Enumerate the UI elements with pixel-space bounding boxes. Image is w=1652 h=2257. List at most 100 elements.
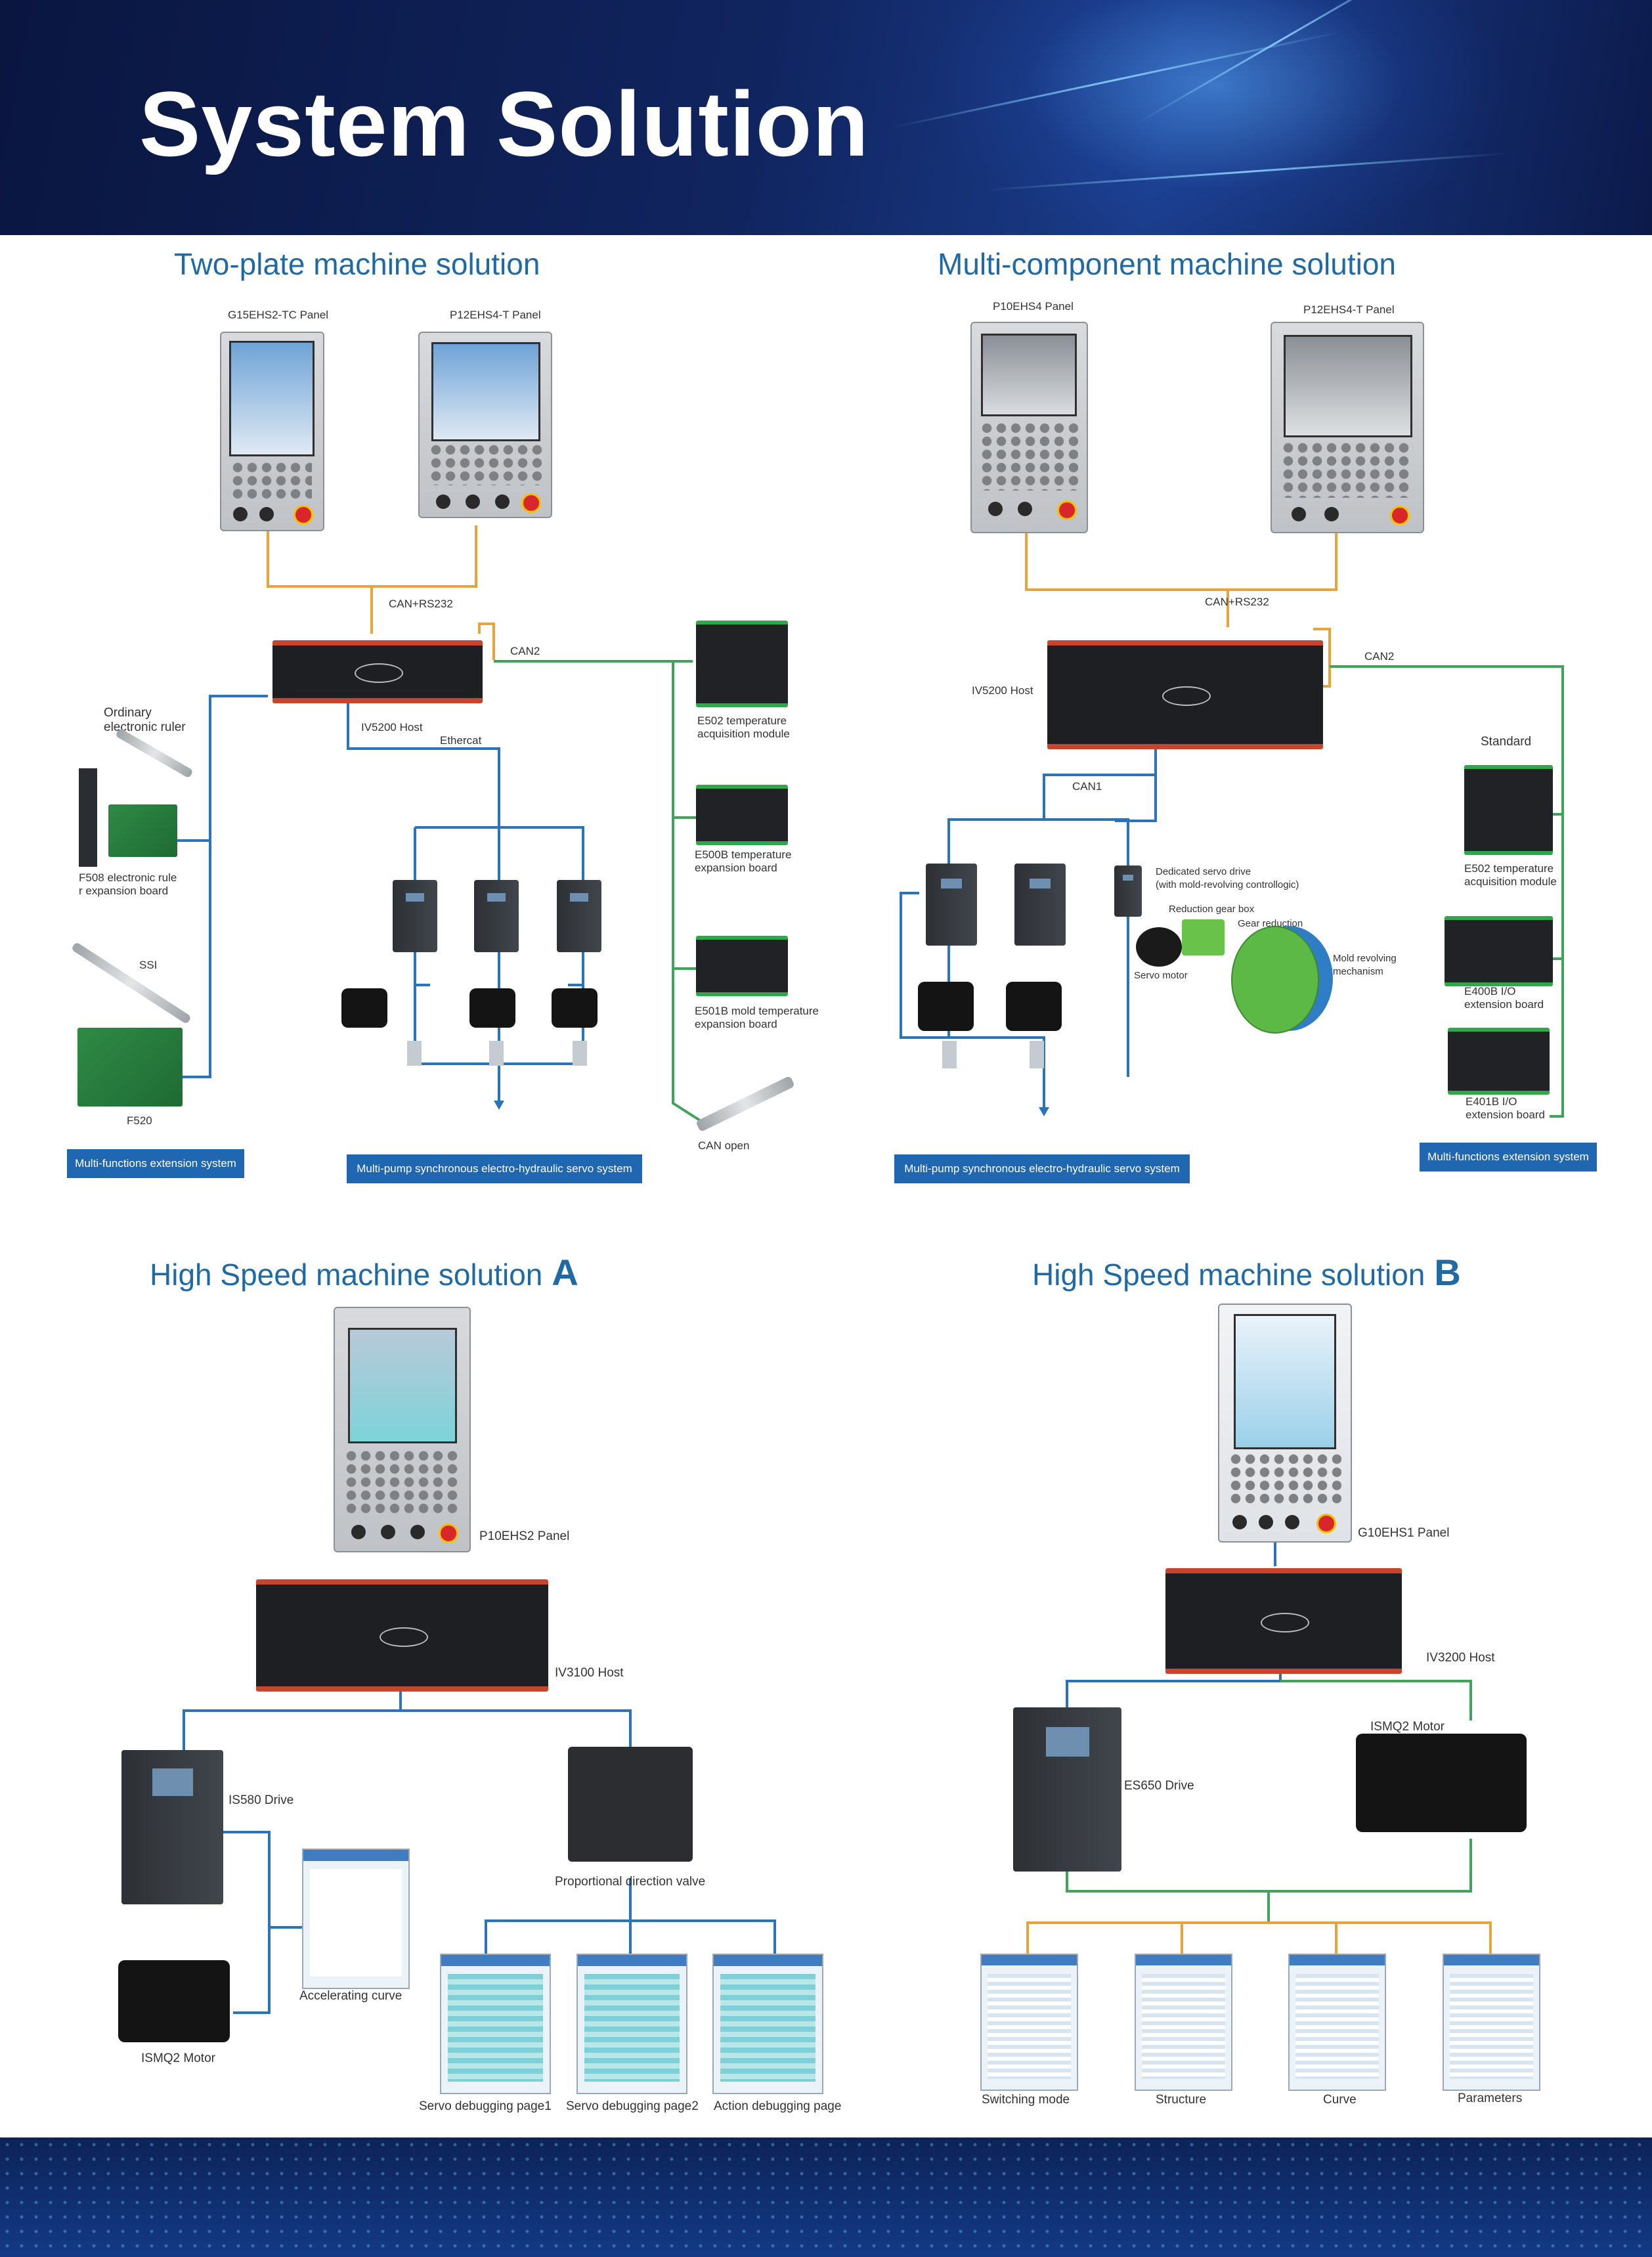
panel-keypad: [980, 422, 1078, 491]
servo-motor: [918, 982, 974, 1031]
footer-banner: [0, 2137, 1652, 2257]
e400b-label: E400B I/O: [1464, 985, 1516, 997]
wire-green-b: [1066, 1839, 1472, 1893]
wire-can2-orange: [478, 623, 495, 660]
is580-drive-label: IS580 Drive: [228, 1793, 294, 1807]
servo-drive: [926, 864, 977, 946]
servo-motor-label: Servo motor: [1134, 970, 1188, 981]
p12ehs4-panel: [1271, 322, 1424, 533]
mold-revolving-mechanism: [1231, 926, 1319, 1034]
host-logo: [1162, 686, 1211, 706]
panel-screen: [1284, 335, 1412, 437]
can1-label: CAN1: [1072, 780, 1102, 793]
ruler-housing: [79, 768, 97, 867]
panel-knob: [233, 507, 248, 521]
panel-knob: [351, 1525, 366, 1539]
f508-label-2: r expansion board: [79, 885, 169, 897]
wire-pump: [949, 1036, 1045, 1110]
drive-lcd: [487, 892, 506, 902]
panel-keypad: [429, 443, 542, 485]
panel-screen: [229, 341, 315, 456]
servo-motor: [341, 988, 387, 1028]
mold-revolving-label: Mold revolving: [1333, 953, 1397, 964]
footer-dot-pattern: [0, 2137, 1652, 2257]
panel-knob: [1324, 507, 1339, 521]
parameters-screen: [1443, 1954, 1540, 2091]
panel-knob: [1232, 1515, 1247, 1529]
can2-label: CAN2: [1364, 650, 1395, 663]
iv5200-host-label: IV5200 Host: [361, 721, 423, 734]
ismq2-motor-label: ISMQ2 Motor: [1370, 1720, 1445, 1734]
es650-drive: [1013, 1707, 1121, 1872]
e500b-label-2: expansion board: [695, 862, 777, 874]
panel-keypad: [1281, 441, 1412, 498]
screen-titlebar: [1290, 1955, 1385, 1966]
action-page-label: Action debugging page: [714, 2099, 842, 2113]
arrow-down: [494, 1101, 504, 1110]
e502-label: E502 temperature: [1464, 862, 1554, 875]
reduction-gear-box-label: Reduction gear box: [1169, 904, 1255, 915]
wire-can-bus-vertical: [672, 661, 710, 1128]
wire-valve-pages: [485, 1878, 632, 1954]
drive-lcd: [1122, 875, 1134, 881]
two-plate-title: Two-plate machine solution: [174, 247, 540, 281]
wire-can-rs232: [267, 525, 477, 588]
curve-label: Curve: [1323, 2093, 1357, 2107]
parameters-label: Parameters: [1458, 2092, 1523, 2105]
wire-can2: [1330, 665, 1564, 1118]
iv5200-host: [1047, 640, 1323, 749]
drive-lcd: [406, 892, 424, 902]
host-logo: [379, 1627, 428, 1647]
drive-lcd: [1030, 878, 1051, 888]
dedicated-drive-label: Dedicated servo drive: [1156, 866, 1251, 877]
screen-titlebar: [1444, 1955, 1539, 1966]
screen-body: [1295, 1973, 1380, 2079]
panel-keypad: [344, 1449, 460, 1515]
e401b-label: E401B I/O: [1466, 1095, 1517, 1108]
ismq2-motor: [118, 1960, 230, 2042]
multi-functions-box: Multi-functions extension system: [1420, 1143, 1597, 1172]
ordinary-ruler-label: Ordinary: [104, 706, 152, 720]
emergency-stop: [521, 493, 541, 513]
iv5200-host: [272, 640, 483, 703]
wire-ethercat: [347, 683, 500, 827]
screen-titlebar: [578, 1955, 686, 1966]
high-speed-a-letter: A: [552, 1252, 578, 1293]
e502-module: [696, 621, 788, 707]
panel-keypad: [1228, 1453, 1341, 1505]
screen-titlebar: [714, 1955, 822, 1966]
emergency-stop: [293, 505, 313, 525]
can-open-label: CAN open: [698, 1139, 750, 1152]
wire-host-a: [183, 1675, 402, 1750]
mold-revolving-label-2: mechanism: [1333, 966, 1383, 977]
ssi-label: SSI: [139, 959, 158, 971]
servo-debug-page1: [440, 1954, 551, 2094]
e400b-label-2: extension board: [1464, 998, 1544, 1011]
structure-label: Structure: [1156, 2093, 1207, 2107]
high-speed-a-title-text: High Speed machine solution: [150, 1258, 543, 1292]
servo-page1-label: Servo debugging page1: [419, 2099, 552, 2113]
mold-servo-motor: [1136, 927, 1182, 967]
pump: [489, 1041, 504, 1066]
p12ehs4-panel: [418, 332, 552, 518]
p10ehs2-panel-label: P10EHS2 Panel: [479, 1529, 570, 1543]
f508-board: [108, 804, 177, 857]
ismq2-motor: [1356, 1734, 1527, 1832]
valve-label: Proportional direction valve: [555, 1875, 706, 1889]
can-rs232-label: CAN+RS232: [389, 598, 453, 610]
e400b-board: [1445, 916, 1553, 986]
can2-label: CAN2: [510, 645, 540, 657]
wire-host-b-motor: [1280, 1680, 1472, 1720]
f508-label: F508 electronic rule: [79, 871, 177, 884]
g15ehs2-panel: [220, 332, 324, 531]
proportional-valve: [568, 1747, 693, 1862]
panel-screen: [1234, 1314, 1336, 1449]
screen-body: [309, 1869, 402, 1977]
page-title: System Solution: [139, 72, 869, 175]
high-speed-b-letter: B: [1434, 1252, 1461, 1293]
header-banner: System Solution: [0, 0, 1652, 235]
screen-body: [987, 1973, 1072, 2079]
emergency-stop: [1057, 500, 1077, 520]
dedicated-drive-label-2: (with mold-revolving controllogic): [1156, 879, 1299, 890]
